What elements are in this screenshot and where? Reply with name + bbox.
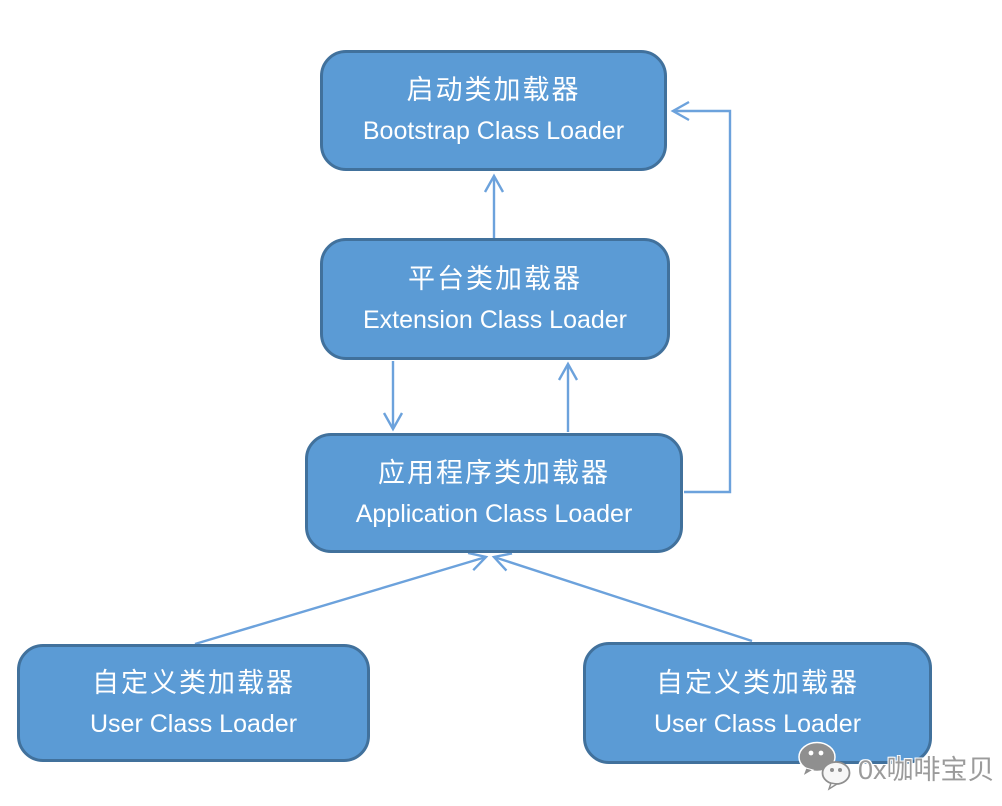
node-label-zh: 启动类加载器 <box>406 75 581 105</box>
node-label-en: Application Class Loader <box>355 499 633 528</box>
node-label-zh: 自定义类加载器 <box>656 667 859 698</box>
node-extension-class-loader: 平台类加载器 Extension Class Loader <box>320 238 670 360</box>
node-user-class-loader-right: 自定义类加载器 User Class Loader <box>583 642 932 764</box>
arrow-application-to-bootstrap <box>670 100 732 494</box>
watermark: 0x咖啡宝贝 <box>796 740 995 794</box>
node-user-class-loader-left: 自定义类加载器 User Class Loader <box>17 644 370 762</box>
node-label-en: User Class Loader <box>653 709 862 738</box>
node-label-zh: 应用程序类加载器 <box>378 457 610 488</box>
node-label-en: User Class Loader <box>89 709 298 738</box>
arrow-user-left-to-application <box>194 551 489 646</box>
arrow-user-right-to-application <box>491 552 753 643</box>
node-bootstrap-class-loader: 启动类加载器 Bootstrap Class Loader <box>320 50 667 171</box>
node-label-en: Extension Class Loader <box>362 305 628 334</box>
node-label-en: Bootstrap Class Loader <box>362 117 625 145</box>
wechat-icon <box>798 741 851 791</box>
node-application-class-loader: 应用程序类加载器 Application Class Loader <box>305 433 683 553</box>
node-label-zh: 平台类加载器 <box>408 263 582 294</box>
watermark-text: 0x咖啡宝贝 <box>858 754 995 785</box>
node-label-zh: 自定义类加载器 <box>92 667 295 698</box>
